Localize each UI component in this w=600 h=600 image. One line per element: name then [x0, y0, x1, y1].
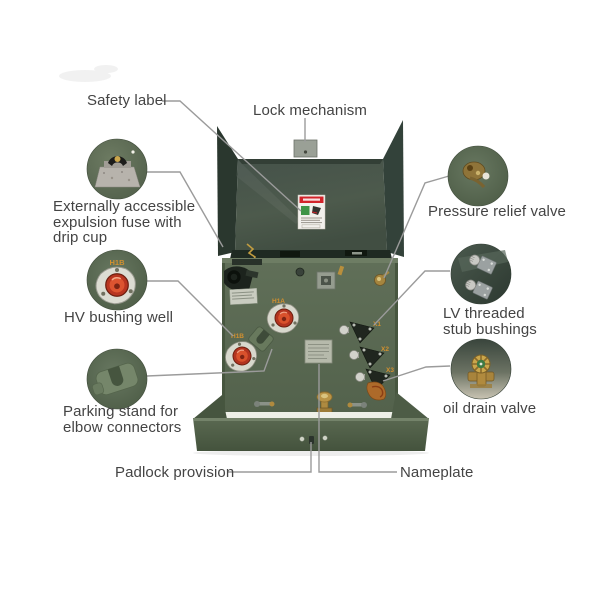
- nameplate-plate: [304, 339, 333, 364]
- label-lv-stub: LV threaded stub bushings: [443, 305, 537, 338]
- tank-top-edge: [222, 258, 398, 267]
- lv-bushing-x1: [339, 321, 375, 344]
- label-lock-mechanism: Lock mechanism: [253, 102, 367, 119]
- base-rivet-left: [299, 436, 305, 442]
- lv-bushing-x3: [355, 368, 391, 401]
- lock-mechanism-tab: [293, 139, 318, 158]
- leader-pressure-relief: [383, 175, 450, 279]
- base-rivet-right: [322, 435, 328, 441]
- leader-lv-stub: [373, 270, 450, 326]
- bayonet-fuse-holder: [224, 266, 259, 292]
- leader-oil-drain: [382, 365, 451, 382]
- base-front-face: [193, 418, 429, 451]
- tag-x2: X2: [381, 346, 389, 353]
- label-oil-drain: oil drain valve: [443, 400, 537, 417]
- label-parking-stand: Parking stand for elbow connectors: [63, 403, 182, 436]
- callout-circle-hv-bushing: H1B: [86, 249, 148, 311]
- tank-knob: [295, 267, 305, 277]
- label-padlock: Padlock provision: [115, 464, 235, 481]
- label-nameplate: Nameplate: [400, 464, 474, 481]
- label-hv-bushing-well: HV bushing well: [64, 309, 174, 326]
- leader-hv-bushing: [147, 280, 234, 337]
- leader-padlock: [228, 442, 312, 473]
- tank-info-label: [229, 288, 258, 305]
- label-safety: Safety label: [87, 92, 167, 109]
- hv-bushing-well-h1b: [225, 341, 257, 372]
- callout-circle-oil-drain: [450, 338, 512, 400]
- tap-changer-box: [316, 271, 336, 290]
- brass-pin: [337, 265, 345, 276]
- tag-hv-callout: H1B: [109, 258, 125, 267]
- leader-lines: [146, 100, 451, 473]
- lid-hinge-left: [280, 251, 300, 257]
- leader-nameplate: [318, 364, 397, 473]
- lid-right-flap: [383, 120, 404, 257]
- callout-circle-parking-stand: [86, 348, 148, 410]
- callout-circle-pressure-relief: [447, 145, 509, 207]
- parking-stand-bracket: [248, 326, 274, 352]
- transformer-lid: [217, 120, 404, 268]
- tag-h1b: H1B: [231, 333, 244, 340]
- label-icon-green: [301, 206, 310, 215]
- label-expulsion-fuse: Externally accessible expulsion fuse wit…: [53, 198, 196, 246]
- tag-x3: X3: [386, 367, 394, 374]
- callout-circle-lv-stub: [450, 243, 512, 305]
- safety-label-sticker: [297, 194, 326, 230]
- lv-bushing-x2: [349, 346, 385, 369]
- sampling-valve-right: [347, 402, 367, 408]
- sampling-valve-left: [254, 401, 275, 407]
- leader-safety-label: [162, 100, 302, 212]
- base-floor-strip: [222, 412, 398, 420]
- lid-left-flap: [217, 126, 238, 256]
- transformer-tank: H1A H1B: [222, 258, 398, 415]
- tag-h1a: H1A: [272, 298, 285, 305]
- leader-parking-stand: [146, 348, 273, 377]
- padlock-hasp: [309, 436, 314, 444]
- callout-circle-expulsion-fuse: [86, 138, 148, 200]
- label-pressure-relief: Pressure relief valve: [428, 203, 566, 220]
- hv-bushing-well-h1a: [266, 303, 300, 334]
- tank-pressure-relief-valve: [374, 271, 390, 286]
- leader-expulsion-fuse: [147, 171, 224, 248]
- watermark: [59, 65, 118, 82]
- tag-x1: X1: [373, 321, 381, 328]
